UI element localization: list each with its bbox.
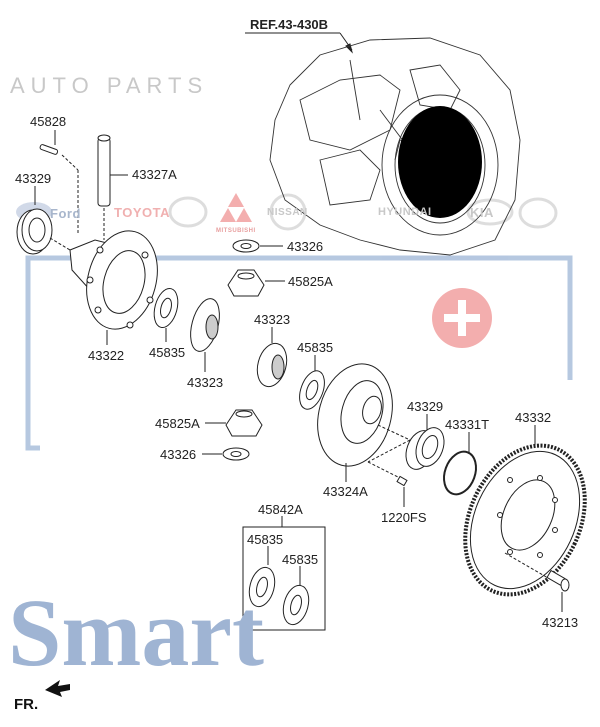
part-label-43329-left[interactable]: 43329 <box>15 171 52 186</box>
part-label-45825A-bottom[interactable]: 45825A <box>155 416 200 431</box>
ring-gear-43332 <box>463 425 587 597</box>
part-label-43326-bottom[interactable]: 43326 <box>160 447 197 462</box>
washer-43326-bottom <box>202 447 250 461</box>
seal-43329-left <box>16 186 71 255</box>
watermark-logo-kia: KIA <box>470 205 494 220</box>
part-label-45835-left[interactable]: 45835 <box>149 345 186 360</box>
watermark-tagline: AUTO PARTS <box>10 73 209 98</box>
diff-case-43322 <box>69 230 158 345</box>
reference-label[interactable]: REF.43-430B <box>250 17 329 32</box>
side-gear-43323-right <box>256 327 288 388</box>
part-label-43329-right[interactable]: 43329 <box>407 399 444 414</box>
part-label-45835-kit-2[interactable]: 45835 <box>282 552 319 567</box>
part-label-43323-left[interactable]: 43323 <box>187 375 224 390</box>
bearing-43329-right <box>405 414 445 470</box>
part-label-43323-right[interactable]: 43323 <box>254 312 291 327</box>
watermark-frame <box>16 193 573 451</box>
part-label-45842A[interactable]: 45842A <box>258 502 303 517</box>
watermark-logo-nissan: NISSAN <box>267 207 308 218</box>
pin-45828 <box>39 130 79 235</box>
front-direction-arrow-icon <box>45 680 70 697</box>
part-label-43327A[interactable]: 43327A <box>132 167 177 182</box>
reference-leader <box>245 32 353 54</box>
part-label-43332[interactable]: 43332 <box>515 410 552 425</box>
part-label-45835-right[interactable]: 45835 <box>297 340 334 355</box>
part-label-43213[interactable]: 43213 <box>542 615 579 630</box>
watermark-logo-hyundai: HYUNDAI <box>378 206 432 218</box>
snap-ring-43331T <box>443 432 477 496</box>
washer-43326-top <box>232 239 283 253</box>
bolt-1220FS <box>396 475 408 507</box>
shaft-43327A <box>97 134 128 240</box>
watermark-brand: Smart <box>8 579 264 686</box>
housing-opening <box>398 106 482 218</box>
watermark-logo-mitsubishi: MITSUBISHI <box>216 228 256 234</box>
part-label-43326-top[interactable]: 43326 <box>287 239 324 254</box>
pinion-45825A-top <box>227 269 285 297</box>
watermark-logo-ford: Ford <box>50 206 81 221</box>
part-label-45835-kit-1[interactable]: 45835 <box>247 532 284 547</box>
part-label-43322[interactable]: 43322 <box>88 348 125 363</box>
bolt-43213 <box>546 569 570 612</box>
part-label-45828[interactable]: 45828 <box>30 114 67 129</box>
part-label-45825A-top[interactable]: 45825A <box>288 274 333 289</box>
case-cover-43324A <box>317 363 411 482</box>
part-label-1220FS[interactable]: 1220FS <box>381 510 427 525</box>
part-label-43324A[interactable]: 43324A <box>323 484 368 499</box>
kit-45842A-box <box>242 516 326 631</box>
front-direction-label: FR. <box>14 696 39 713</box>
watermark-logo-toyota: TOYOTA <box>114 205 170 220</box>
side-gear-43323-left <box>190 298 220 372</box>
washer-45835-right <box>299 355 325 410</box>
part-label-43331T[interactable]: 43331T <box>445 417 490 432</box>
pinion-45825A-bottom <box>205 409 263 437</box>
washer-45835-left <box>153 287 179 342</box>
